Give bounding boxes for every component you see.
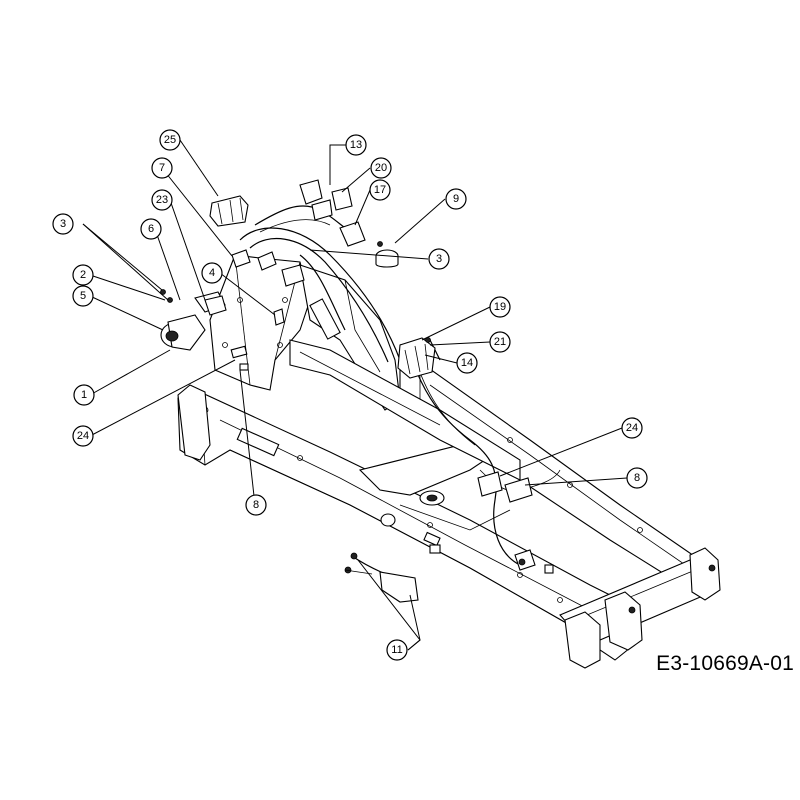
svg-text:19: 19 bbox=[494, 301, 506, 313]
callout-7: 7 bbox=[151, 157, 173, 179]
svg-text:17: 17 bbox=[374, 184, 386, 196]
callout-2: 2 bbox=[72, 264, 94, 286]
svg-text:1: 1 bbox=[81, 389, 87, 401]
svg-text:4: 4 bbox=[209, 267, 215, 279]
svg-text:2: 2 bbox=[80, 269, 86, 281]
svg-text:5: 5 bbox=[80, 290, 86, 302]
callout-5: 5 bbox=[72, 285, 94, 307]
part-13-connector bbox=[299, 179, 323, 205]
callout-1: 1 bbox=[73, 384, 95, 406]
callout-11: 11 bbox=[386, 639, 408, 661]
callout-24-left: 24 bbox=[72, 425, 94, 447]
callout-6: 6 bbox=[140, 218, 162, 240]
callout-23: 23 bbox=[151, 189, 173, 211]
part-23-bracket bbox=[204, 295, 227, 316]
callout-17: 17 bbox=[369, 179, 391, 201]
leader-lines bbox=[82, 139, 628, 651]
part-7-connector bbox=[231, 249, 251, 268]
svg-text:8: 8 bbox=[253, 499, 259, 511]
callout-25: 25 bbox=[159, 129, 181, 151]
part-19-switch bbox=[397, 337, 436, 379]
components bbox=[160, 179, 554, 603]
svg-text:24: 24 bbox=[77, 430, 89, 442]
svg-text:13: 13 bbox=[350, 139, 362, 151]
svg-text:3: 3 bbox=[436, 253, 442, 265]
callout-21: 21 bbox=[489, 331, 511, 353]
svg-text:11: 11 bbox=[391, 644, 402, 656]
part-17-connector bbox=[339, 221, 366, 247]
callout-8-right: 8 bbox=[626, 467, 648, 489]
callout-13: 13 bbox=[345, 134, 367, 156]
part-20-connector bbox=[331, 187, 353, 211]
callout-9: 9 bbox=[445, 188, 467, 210]
part-24-tie bbox=[230, 345, 248, 359]
svg-text:3: 3 bbox=[60, 218, 66, 230]
part-11-cable bbox=[344, 552, 419, 603]
svg-text:14: 14 bbox=[461, 357, 473, 369]
svg-text:21: 21 bbox=[494, 336, 506, 348]
callout-8-left: 8 bbox=[245, 494, 267, 516]
svg-text:7: 7 bbox=[159, 162, 165, 174]
svg-text:6: 6 bbox=[148, 223, 154, 235]
callouts: 1 2 3 3 4 5 6 7 bbox=[52, 129, 648, 661]
callout-24-right: 24 bbox=[621, 417, 643, 439]
part-9-cap bbox=[375, 241, 399, 268]
drawing-id-label: E3-10669A-01 bbox=[656, 652, 794, 675]
callout-20: 20 bbox=[370, 157, 392, 179]
part-4-clip bbox=[273, 308, 285, 326]
part-5-switch bbox=[160, 314, 206, 351]
callout-4: 4 bbox=[201, 262, 223, 284]
svg-text:23: 23 bbox=[156, 194, 168, 206]
callout-14: 14 bbox=[456, 352, 478, 374]
part-8-connector bbox=[504, 477, 533, 503]
svg-text:20: 20 bbox=[375, 162, 387, 174]
svg-text:8: 8 bbox=[634, 472, 640, 484]
callout-19: 19 bbox=[489, 296, 511, 318]
part-24-connector bbox=[477, 471, 503, 497]
part-25-relay bbox=[209, 195, 249, 227]
svg-text:24: 24 bbox=[626, 422, 638, 434]
svg-text:25: 25 bbox=[164, 134, 176, 146]
callout-3-left: 3 bbox=[52, 213, 74, 235]
svg-text:9: 9 bbox=[453, 193, 459, 205]
callout-3-right: 3 bbox=[428, 248, 450, 270]
chassis-frame bbox=[177, 205, 721, 669]
